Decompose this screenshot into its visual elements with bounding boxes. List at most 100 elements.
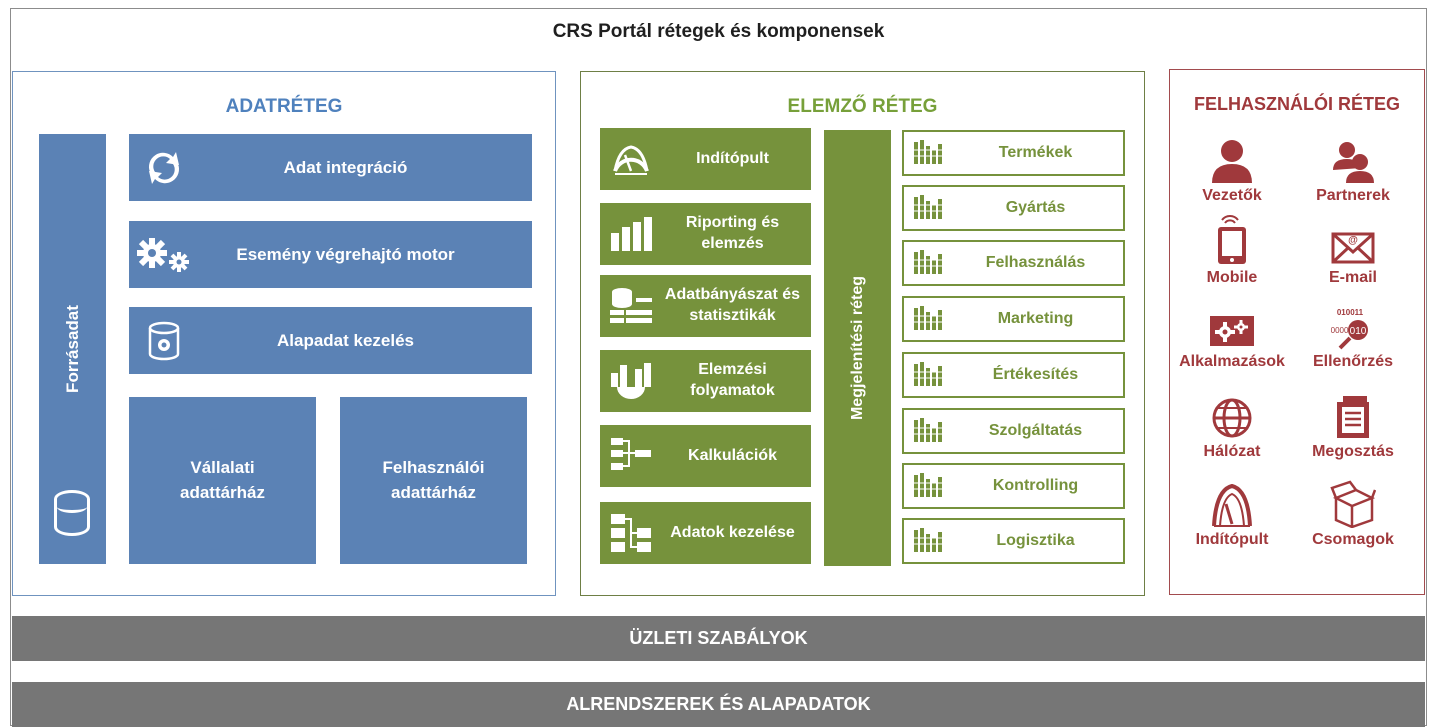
subsystems-bar: ALRENDSZEREK ÉS ALAPADATOK <box>12 682 1425 727</box>
event-engine-bar: Esemény végrehajtó motor <box>129 221 532 288</box>
data-integration-label: Adat integráció <box>283 157 408 177</box>
user-layer-title: FELHASZNÁLÓI RÉTEG <box>1194 94 1400 114</box>
dashboard-label: Indítópult <box>696 149 769 167</box>
enterprise-warehouse-box: Vállalati adattárház <box>129 397 316 564</box>
user-layer-panel: FELHASZNÁLÓI RÉTEG Vezetők Partnerek Mob… <box>1169 69 1425 595</box>
business-rules-label: ÜZLETI SZABÁLYOK <box>629 628 808 648</box>
module-label: Kontrolling <box>992 477 1079 494</box>
source-data-label: Forrásadat <box>62 305 82 393</box>
table-chart-icon <box>904 132 954 174</box>
users-icon <box>1294 136 1412 184</box>
gauge-icon <box>1173 480 1291 528</box>
user-item-label: E-mail <box>1328 269 1377 286</box>
table-chart-icon <box>904 520 954 562</box>
data-mining-icon <box>600 286 662 326</box>
database-gear-icon <box>129 321 199 361</box>
module-row: Szolgáltatás <box>902 408 1125 454</box>
package-icon <box>1294 480 1412 528</box>
reporting-label: Riporting és elemzés <box>685 214 780 252</box>
user-item-label: Megosztás <box>1312 443 1394 460</box>
cylinder-icon <box>54 490 90 536</box>
table-chart-icon <box>904 187 954 229</box>
data-management-tile: Adatok kezelése <box>600 502 811 564</box>
user-item-label: Vezetők <box>1202 187 1262 204</box>
enterprise-warehouse-label: Vállalati adattárház <box>179 457 266 502</box>
svg-text:@: @ <box>1348 235 1358 246</box>
master-data-bar: Alapadat kezelés <box>129 307 532 374</box>
analysis-layer-title: ELEMZŐ RÉTEG <box>787 96 938 117</box>
user-item-email: @ E-mail <box>1294 218 1412 287</box>
bar-chart-icon <box>600 215 662 253</box>
refresh-icon <box>129 146 199 190</box>
dashboard-tile: Indítópult <box>600 128 811 190</box>
hierarchy-icon <box>600 436 662 476</box>
module-row: Kontrolling <box>902 463 1125 509</box>
table-tree-icon <box>600 512 662 554</box>
user-item-packages: Csomagok <box>1294 480 1412 549</box>
reporting-tile: Riporting és elemzés <box>600 203 811 265</box>
binary-text: 000010 <box>1331 326 1358 335</box>
source-data-column: Forrásadat <box>39 134 106 564</box>
module-row: Gyártás <box>902 185 1125 231</box>
table-chart-icon <box>904 242 954 284</box>
data-mining-label: Adatbányászat és statisztikák <box>664 286 801 324</box>
analysis-process-label: Elemzési folyamatok <box>690 361 775 399</box>
display-layer-label: Megjelenítési réteg <box>848 275 866 421</box>
module-row: Marketing <box>902 296 1125 342</box>
data-mining-tile: Adatbányászat és statisztikák <box>600 275 811 337</box>
mobile-icon <box>1173 215 1291 266</box>
gears-icon <box>129 235 199 275</box>
user-item-share: Megosztás <box>1294 392 1412 461</box>
display-layer-column: Megjelenítési réteg <box>824 130 891 566</box>
document-share-icon <box>1294 392 1412 440</box>
user-item-managers: Vezetők <box>1173 136 1291 205</box>
module-row: Logisztika <box>902 518 1125 564</box>
event-engine-label: Esemény végrehajtó motor <box>236 244 455 264</box>
table-chart-icon <box>904 298 954 340</box>
svg-text:010: 010 <box>1350 326 1367 337</box>
module-label: Értékesítés <box>992 366 1079 383</box>
module-row: Termékek <box>902 130 1125 176</box>
user-item-label: Mobile <box>1206 269 1258 286</box>
user-item-label: Alkalmazások <box>1179 353 1285 370</box>
module-row: Értékesítés <box>902 352 1125 398</box>
module-label: Termékek <box>998 144 1073 161</box>
master-data-label: Alapadat kezelés <box>276 330 414 350</box>
business-rules-bar: ÜZLETI SZABÁLYOK <box>12 616 1425 661</box>
mail-icon: @ <box>1294 218 1412 266</box>
user-warehouse-box: Felhasználói adattárház <box>340 397 527 564</box>
user-item-label: Hálózat <box>1203 443 1261 460</box>
module-label: Szolgáltatás <box>988 422 1083 439</box>
globe-icon <box>1173 392 1291 440</box>
user-item-label: Ellenőrzés <box>1312 353 1394 370</box>
user-item-label: Indítópult <box>1195 531 1269 548</box>
calculations-label: Kalkulációk <box>688 446 777 464</box>
data-integration-bar: Adat integráció <box>129 134 532 201</box>
subsystems-label: ALRENDSZEREK ÉS ALAPADATOK <box>566 694 871 714</box>
user-item-label: Partnerek <box>1316 187 1390 204</box>
user-item-label: Csomagok <box>1312 531 1394 548</box>
user-item-network: Hálózat <box>1173 392 1291 461</box>
analysis-layer-panel: ELEMZŐ RÉTEG Indítópult Riporting és ele… <box>580 71 1145 596</box>
table-chart-icon <box>904 465 954 507</box>
diagram-title: CRS Portál rétegek és komponensek <box>552 21 885 42</box>
data-layer-title: ADATRÉTEG <box>225 96 343 117</box>
user-item-dashboard: Indítópult <box>1173 480 1291 549</box>
user-icon <box>1173 136 1291 184</box>
module-label: Logisztika <box>996 532 1075 549</box>
module-label: Gyártás <box>1005 199 1066 216</box>
user-item-mobile: Mobile <box>1173 215 1291 287</box>
apps-gear-icon <box>1173 302 1291 350</box>
user-item-apps: Alkalmazások <box>1173 302 1291 371</box>
calculations-tile: Kalkulációk <box>600 425 811 487</box>
table-chart-icon <box>904 354 954 396</box>
binary-text: 010011 <box>1337 308 1364 317</box>
gauge-icon <box>600 141 662 177</box>
user-warehouse-label: Felhasználói adattárház <box>382 457 485 502</box>
data-layer-panel: ADATRÉTEG Forrásadat Adat integráció Ese… <box>12 71 556 596</box>
data-management-label: Adatok kezelése <box>670 523 795 541</box>
chart-pie-icon <box>600 361 662 401</box>
analysis-process-tile: Elemzési folyamatok <box>600 350 811 412</box>
